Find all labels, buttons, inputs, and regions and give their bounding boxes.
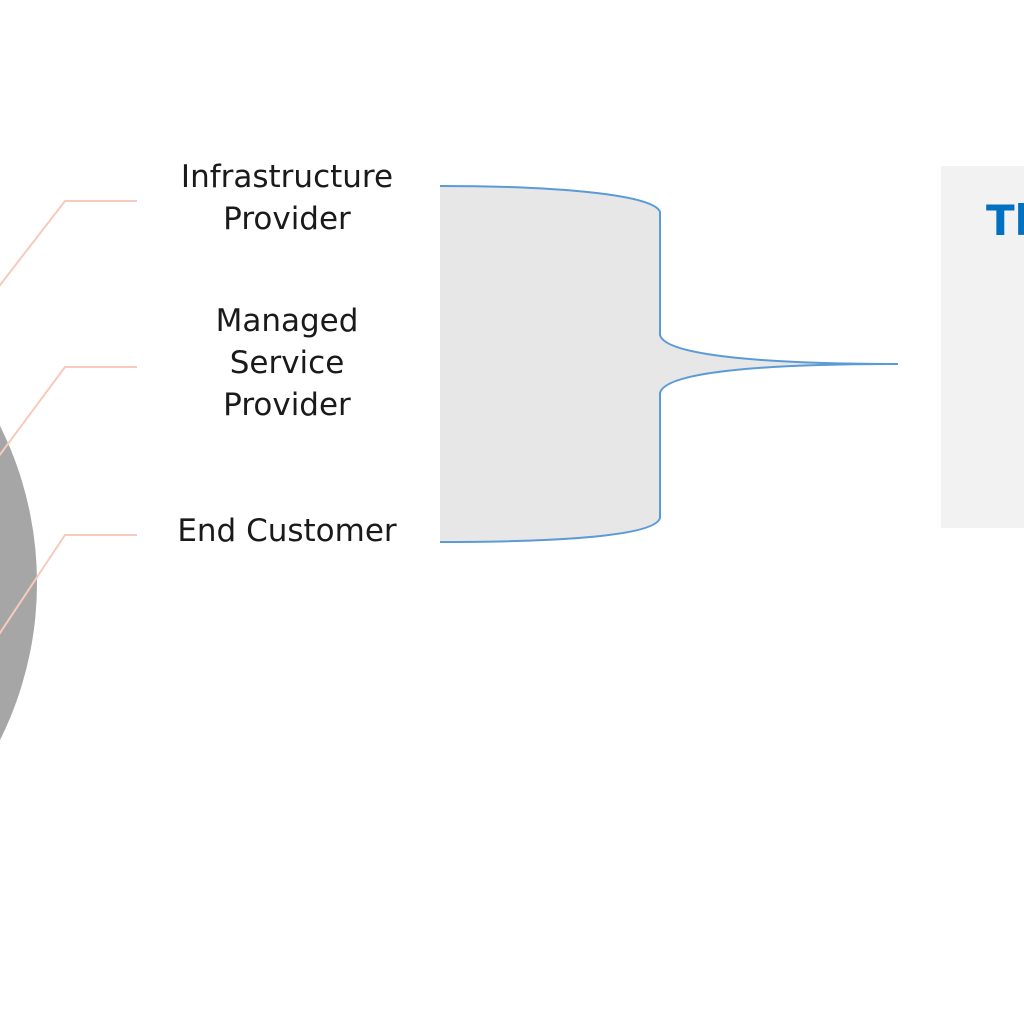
role-label-infrastructure-provider: Infrastructure Provider bbox=[180, 159, 394, 237]
summary-box: Th bbox=[941, 166, 1024, 528]
connector-line-managed-service bbox=[0, 366, 137, 457]
brace-fill bbox=[440, 186, 898, 542]
brace-outline bbox=[439, 185, 899, 543]
role-label-end-customer: End Customer bbox=[177, 513, 397, 549]
connector-line-end-customer bbox=[0, 534, 137, 635]
role-label-managed-service-provider: Managed Service Provider bbox=[215, 303, 359, 423]
gray-circle bbox=[0, 425, 37, 741]
summary-box-title: Th bbox=[986, 196, 1024, 245]
connector-line-infrastructure bbox=[0, 200, 137, 287]
